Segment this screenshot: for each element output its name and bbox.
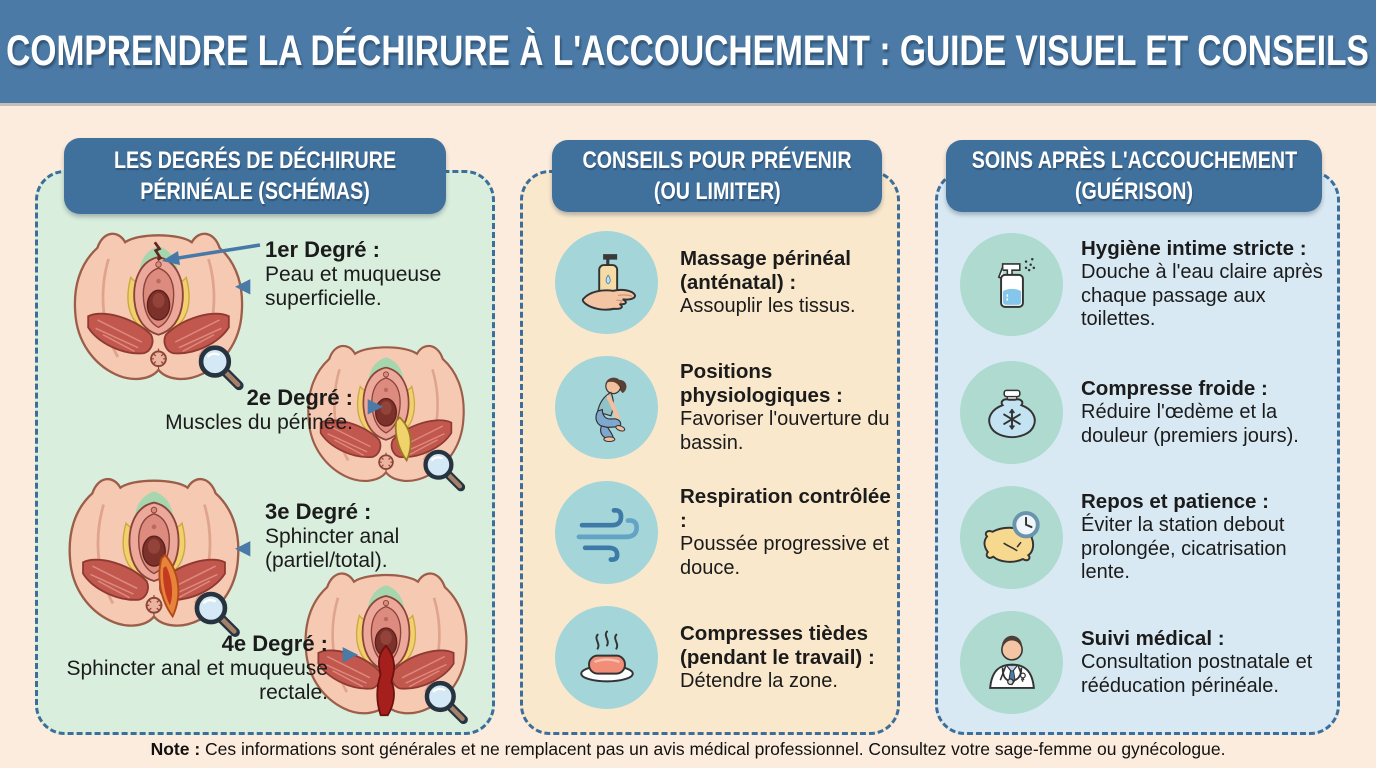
advice-text: Suivi médical : Consultation postnatale … <box>1081 627 1339 698</box>
advice-title: Compresses tièdes (pendant le travail) : <box>680 621 875 669</box>
degrees-panel-title: LES DEGRÉS DE DÉCHIRURE PÉRINÉALE (SCHÉM… <box>64 138 446 214</box>
advice-text: Repos et patience : Éviter la station de… <box>1081 490 1339 585</box>
squatting-woman-icon <box>555 356 658 459</box>
prevention-panel: Massage périnéal (anténatal) : Assouplir… <box>520 170 900 735</box>
doctor-icon <box>960 611 1063 714</box>
perineal-diagram-degree1 <box>66 223 251 391</box>
pillow-clock-icon <box>960 486 1063 589</box>
arrow-right-icon: ▶ <box>342 643 358 665</box>
advice-row-hygiene: Hygiène intime stricte : Douche à l'eau … <box>960 233 1339 336</box>
degree-description: Sphincter anal et muqueuse rectale. <box>66 656 328 705</box>
degree-item-4: ▶ 4e Degré : Sphincter anal et muqueuse … <box>66 631 358 706</box>
advice-description: Douche à l'eau claire après chaque passa… <box>1081 261 1323 331</box>
breath-wind-icon <box>555 481 658 584</box>
page-title: COMPRENDRE LA DÉCHIRURE À L'ACCOUCHEMENT… <box>6 27 1370 75</box>
header-bar: COMPRENDRE LA DÉCHIRURE À L'ACCOUCHEMENT… <box>0 0 1376 103</box>
advice-row-massage: Massage périnéal (anténatal) : Assouplir… <box>555 231 895 334</box>
advice-title: Massage périnéal (anténatal) : <box>680 246 851 294</box>
advice-text: Compresses tièdes (pendant le travail) :… <box>680 622 895 694</box>
advice-row-cold: Compresse froide : Réduire l'œdème et la… <box>960 361 1339 464</box>
massage-oil-hand-icon <box>555 231 658 334</box>
degree-title: 2e Degré : <box>246 385 353 410</box>
advice-description: Favoriser l'ouverture du bassin. <box>680 408 890 454</box>
advice-description: Consultation postnatale et rééducation p… <box>1081 651 1313 697</box>
note-text: Ces informations sont générales et ne re… <box>205 739 1226 759</box>
degree-description: Muscles du périnée. <box>165 410 353 434</box>
advice-description: Poussée progressive et douce. <box>680 533 890 579</box>
degree-item-2: ▶ 2e Degré : Muscles du périnée. <box>88 385 383 435</box>
advice-row-rest: Repos et patience : Éviter la station de… <box>960 486 1339 589</box>
advice-text: Massage périnéal (anténatal) : Assouplir… <box>680 247 895 319</box>
degrees-panel: ◀ 1er Degré : Peau et muqueuse superfici… <box>35 170 495 735</box>
prevention-panel-title: CONSEILS POUR PRÉVENIR (OU LIMITER) <box>552 140 882 212</box>
aftercare-panel-title: SOINS APRÈS L'ACCOUCHEMENT (GUÉRISON) <box>946 140 1322 212</box>
advice-title: Hygiène intime stricte : <box>1081 237 1307 261</box>
perineal-diagram-degree2 <box>300 335 472 493</box>
spray-bottle-icon <box>960 233 1063 336</box>
degree-item-3: ◀ 3e Degré : Sphincter anal (partiel/tot… <box>235 499 505 574</box>
advice-title: Compresse froide : <box>1081 376 1268 400</box>
advice-title: Positions physiologiques : <box>680 359 843 407</box>
advice-row-breathing: Respiration contrôlée : Poussée progress… <box>555 481 895 584</box>
advice-text: Positions physiologiques : Favoriser l'o… <box>680 360 895 456</box>
advice-description: Assouplir les tissus. <box>680 294 856 317</box>
advice-text: Hygiène intime stricte : Douche à l'eau … <box>1081 237 1339 332</box>
arrow-right-icon: ▶ <box>367 395 383 417</box>
perineal-diagram-degree4 <box>297 563 475 725</box>
warm-compress-icon <box>555 606 658 709</box>
footer-note: Note : Ces informations sont générales e… <box>0 739 1376 760</box>
ice-pack-icon <box>960 361 1063 464</box>
tear-pointer-arrow <box>162 243 261 265</box>
degree-title: 1er Degré : <box>265 237 380 262</box>
advice-row-followup: Suivi médical : Consultation postnatale … <box>960 611 1339 714</box>
advice-text: Compresse froide : Réduire l'œdème et la… <box>1081 377 1339 448</box>
advice-description: Détendre la zone. <box>680 669 838 692</box>
degree-description: Peau et muqueuse superficielle. <box>265 262 442 311</box>
arrow-left-icon: ◀ <box>235 537 251 559</box>
advice-text: Respiration contrôlée : Poussée progress… <box>680 485 895 581</box>
arrow-left-icon: ◀ <box>235 275 251 297</box>
advice-row-compress: Compresses tièdes (pendant le travail) :… <box>555 606 895 709</box>
degree-item-1: ◀ 1er Degré : Peau et muqueuse superfici… <box>235 237 505 312</box>
degree-title: 4e Degré : <box>221 631 328 656</box>
advice-description: Éviter la station debout prolongée, cica… <box>1081 514 1287 584</box>
advice-title: Respiration contrôlée : <box>680 484 891 532</box>
degree-title: 3e Degré : <box>265 499 372 524</box>
perineal-diagram-degree3 <box>58 469 250 637</box>
advice-row-positions: Positions physiologiques : Favoriser l'o… <box>555 356 895 459</box>
note-label: Note : <box>150 739 201 759</box>
aftercare-panel: Hygiène intime stricte : Douche à l'eau … <box>935 170 1340 735</box>
advice-description: Réduire l'œdème et la douleur (premiers … <box>1081 401 1299 447</box>
advice-title: Suivi médical : <box>1081 626 1225 650</box>
advice-title: Repos et patience : <box>1081 490 1269 514</box>
degree-description: Sphincter anal (partiel/total). <box>265 524 400 573</box>
